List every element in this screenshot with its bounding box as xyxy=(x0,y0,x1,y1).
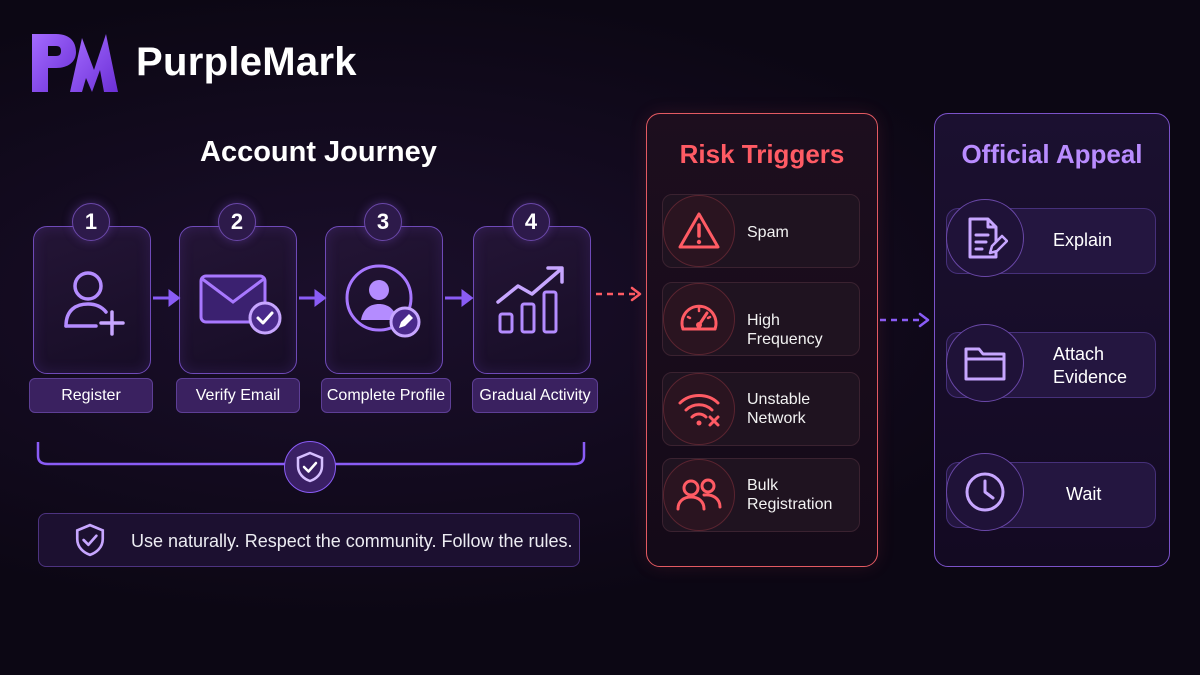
journey-title: Account Journey xyxy=(200,136,437,168)
speedometer-icon xyxy=(680,304,718,331)
step-card-gradual-activity xyxy=(473,226,591,374)
risk-item-spam: Spam xyxy=(662,194,860,268)
document-edit-icon xyxy=(968,217,1008,259)
risk-label-unstable-network: Unstable Network xyxy=(747,391,811,427)
appeal-label-wait: Wait xyxy=(1066,484,1102,504)
risk-label-high-frequency: High Frequency xyxy=(747,312,823,348)
motto-box xyxy=(38,513,580,567)
multiple-users-icon xyxy=(676,478,722,511)
step-number-2: 2 xyxy=(218,203,256,241)
step-label-complete-profile: Complete Profile xyxy=(321,378,451,413)
step-label-gradual-activity: Gradual Activity xyxy=(472,378,598,413)
appeal-icon-wait xyxy=(946,453,1024,531)
risk-item-high-frequency: High Frequency xyxy=(662,282,860,356)
risk-label-bulk-registration: Bulk Registration xyxy=(747,477,833,513)
risk-item-bulk-registration: Bulk Registration xyxy=(662,458,860,532)
clock-icon xyxy=(965,472,1005,512)
wifi-error-icon xyxy=(678,394,720,427)
arrow-to-appeal xyxy=(880,312,930,328)
step-card-complete-profile xyxy=(325,226,443,374)
warning-triangle-icon xyxy=(678,212,720,249)
motto-text: Use naturally. Respect the community. Fo… xyxy=(131,531,573,551)
risk-item-unstable-network: Unstable Network xyxy=(662,372,860,446)
step-label-register: Register xyxy=(29,378,153,413)
step-card-verify-email xyxy=(179,226,297,374)
pm-monogram-icon xyxy=(32,34,118,92)
step-label-verify-email: Verify Email xyxy=(176,378,300,413)
step-number-1: 1 xyxy=(72,203,110,241)
arrow-to-risk xyxy=(596,286,642,302)
appeal-icon-attach-evidence xyxy=(946,324,1024,402)
step-card-register xyxy=(33,226,151,374)
step-number-3: 3 xyxy=(364,203,402,241)
growth-chart-icon xyxy=(496,266,564,334)
appeal-label-attach-evidence: Attach Evidence xyxy=(1053,344,1128,387)
appeal-icon-explain xyxy=(946,199,1024,277)
brand-name: PurpleMark xyxy=(136,40,357,84)
folder-icon xyxy=(964,347,1006,381)
bracket-shield-badge xyxy=(284,441,336,493)
shield-check-icon xyxy=(75,523,105,557)
envelope-check-icon xyxy=(199,274,282,335)
risk-triggers-title: Risk Triggers xyxy=(679,139,845,169)
user-add-icon xyxy=(64,271,125,336)
risk-label-spam: Spam xyxy=(747,224,789,241)
shield-check-icon xyxy=(296,451,324,483)
official-appeal-title: Official Appeal xyxy=(961,139,1143,169)
step-number-4: 4 xyxy=(512,203,550,241)
profile-edit-icon xyxy=(345,264,421,338)
appeal-label-explain: Explain xyxy=(1053,230,1113,250)
